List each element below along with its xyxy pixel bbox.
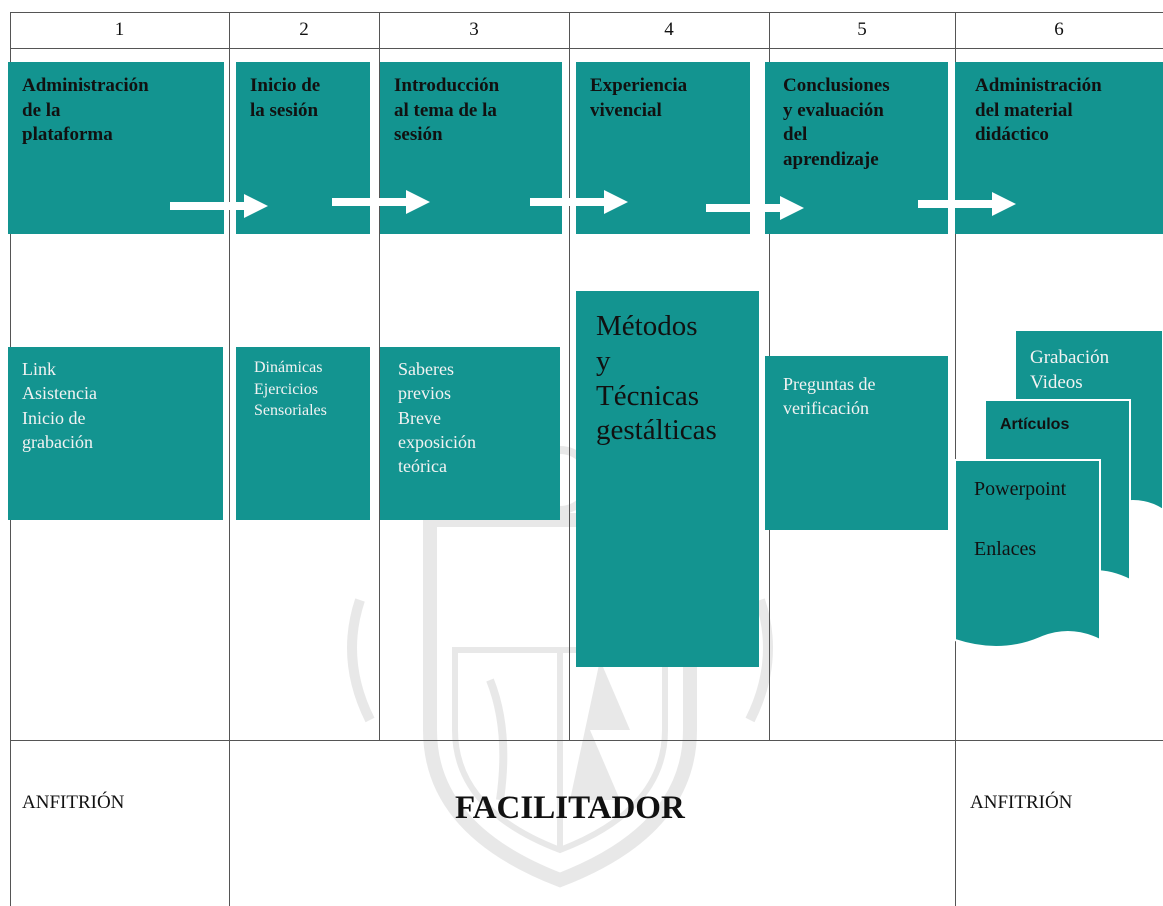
- stage-content-box-4: Métodos y Técnicas gestálticas: [576, 291, 759, 667]
- role-host-right: ANFITRIÓN: [970, 792, 1073, 813]
- stage-content-box-5: Preguntas de verificación: [765, 356, 948, 530]
- stage-heading-5: Conclusiones y evaluación del aprendizaj…: [783, 75, 890, 171]
- column-number-1: 1: [114, 19, 125, 40]
- column-number-4: 4: [664, 19, 674, 40]
- stage-content-4: Métodos y Técnicas gestálticas: [596, 310, 717, 447]
- material-powerpoint: Powerpoint: [974, 478, 1067, 500]
- role-facilitator: FACILITADOR: [455, 790, 685, 826]
- column-divider-1: [229, 12, 230, 906]
- stage-heading-6: Administración del material didáctico: [975, 75, 1102, 146]
- material-recordings-videos: Grabación Videos: [1030, 347, 1110, 393]
- column-number-2: 2: [299, 19, 309, 40]
- material-articles: Artículos: [1000, 416, 1070, 433]
- role-host-left: ANFITRIÓN: [22, 792, 125, 813]
- stage-content-5: Preguntas de verificación: [783, 374, 876, 419]
- stage-content-box-3: Saberes previos Breve exposición teórica: [380, 347, 560, 520]
- stage-heading-3: Introducción al tema de la sesión: [394, 75, 500, 146]
- stage-content-3: Saberes previos Breve exposición teórica: [398, 359, 476, 477]
- flow-arrow-1: [170, 194, 270, 218]
- stage-heading-4: Experiencia vivencial: [590, 75, 688, 121]
- stage-content-1: Link Asistencia Inicio de grabación: [22, 359, 97, 452]
- column-number-6: 6: [1054, 19, 1064, 40]
- column-divider-2: [379, 12, 380, 740]
- roles-row-border: [10, 740, 1163, 741]
- material-links: Enlaces: [974, 538, 1037, 560]
- document-stack: [954, 329, 1163, 648]
- flow-arrow-3: [530, 190, 630, 214]
- stage-content-box-2: Dinámicas Ejercicios Sensoriales: [236, 347, 370, 520]
- stage-content-box-1: Link Asistencia Inicio de grabación: [8, 347, 223, 520]
- stage-heading-1: Administración de la plataforma: [22, 75, 149, 146]
- column-number-5: 5: [857, 19, 867, 40]
- table-top-border: [10, 12, 1163, 13]
- column-number-3: 3: [469, 19, 479, 40]
- stage-heading-2: Inicio de la sesión: [250, 75, 321, 121]
- header-row-border: [10, 48, 1163, 49]
- flow-arrow-5: [918, 192, 1018, 216]
- column-divider-3: [569, 12, 570, 740]
- flow-arrow-4: [706, 196, 806, 220]
- stage-content-2: Dinámicas Ejercicios Sensoriales: [254, 359, 327, 420]
- flow-arrow-2: [332, 190, 432, 214]
